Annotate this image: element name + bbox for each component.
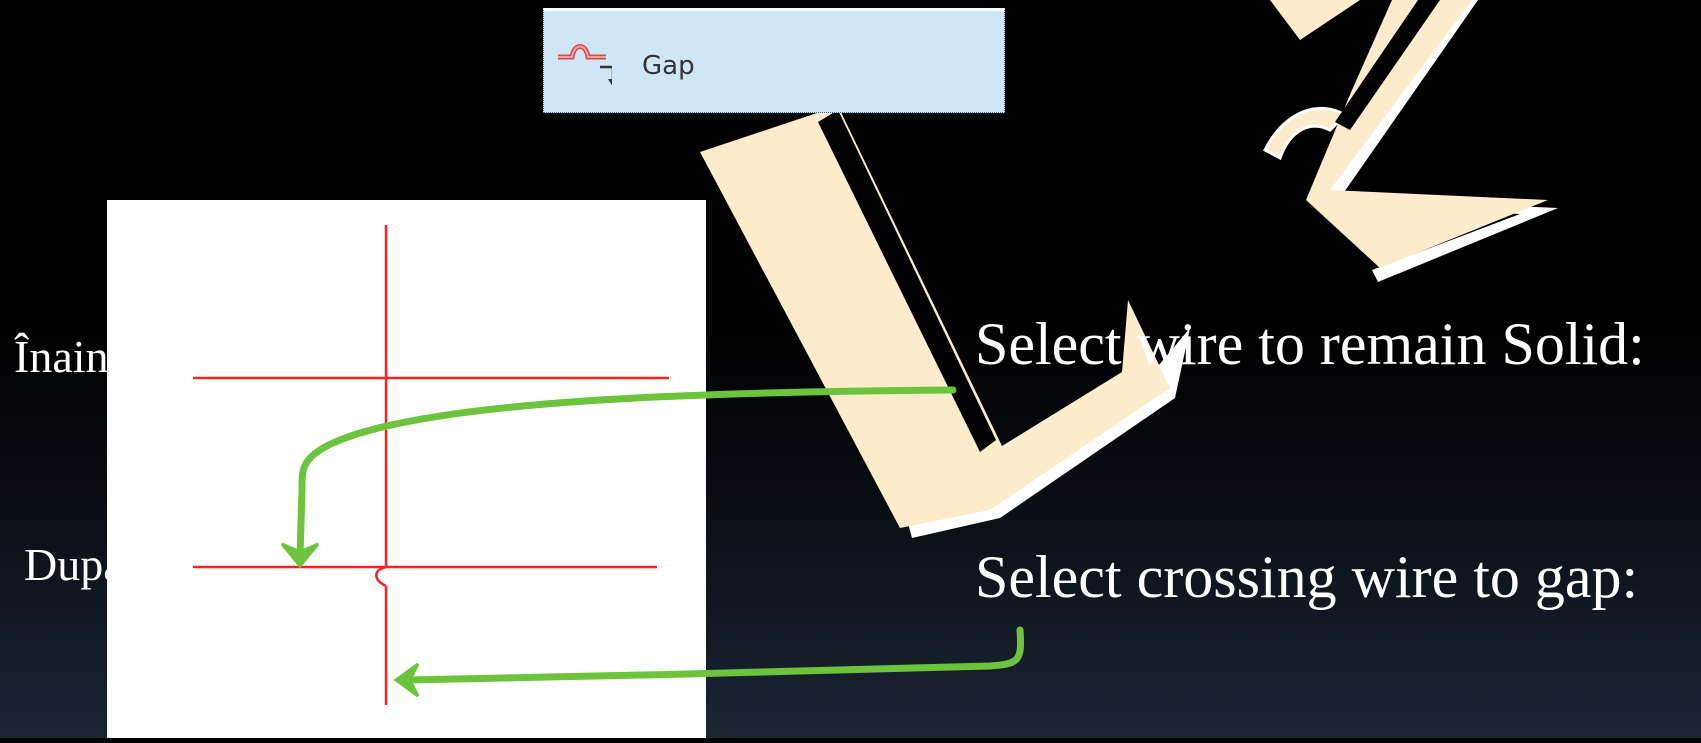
logo-letter-f (1306, 0, 1548, 268)
vertical-wire-gap (375, 565, 387, 588)
logo-letter-f-stroke (1335, 0, 1440, 130)
gap-button[interactable]: Gap (543, 8, 1005, 113)
prompt-select-gap-wire: Select crossing wire to gap: (975, 544, 1639, 610)
logo-letter-f-top (1270, 0, 1360, 40)
gap-wire-icon (558, 44, 612, 86)
wire-diagram (107, 200, 706, 738)
prompt-select-solid-wire: Select wire to remain Solid: (975, 311, 1645, 377)
logo-letter-l-stroke (818, 110, 996, 452)
gap-button-label: Gap (642, 51, 695, 81)
